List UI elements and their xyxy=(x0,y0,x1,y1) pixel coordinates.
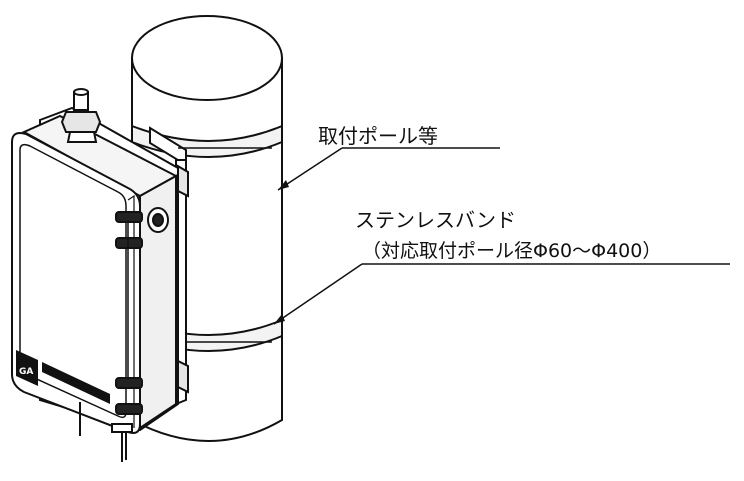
band-leader-line xyxy=(273,263,363,325)
pole-callout-label: 取付ポール等 xyxy=(318,124,438,148)
band-callout-label: ステンレスバンド xyxy=(355,208,516,232)
pole-leader-line xyxy=(277,147,343,191)
latch-bottom-1 xyxy=(115,377,143,389)
cable-gland xyxy=(60,88,102,143)
latch-bottom-2 xyxy=(115,403,143,415)
svg-text:GA: GA xyxy=(19,367,33,377)
leader-lines xyxy=(273,147,730,325)
pole-top xyxy=(131,15,283,101)
bottom-pins xyxy=(79,402,133,462)
latches xyxy=(115,211,143,415)
latch-top-2 xyxy=(115,237,143,249)
latch-top-1 xyxy=(115,211,143,223)
side-knob xyxy=(147,207,169,233)
brand-logo: GA xyxy=(16,350,110,404)
enclosure-box xyxy=(11,106,179,434)
band-range-label: （対応取付ポール径Φ60～Φ400） xyxy=(362,240,662,262)
